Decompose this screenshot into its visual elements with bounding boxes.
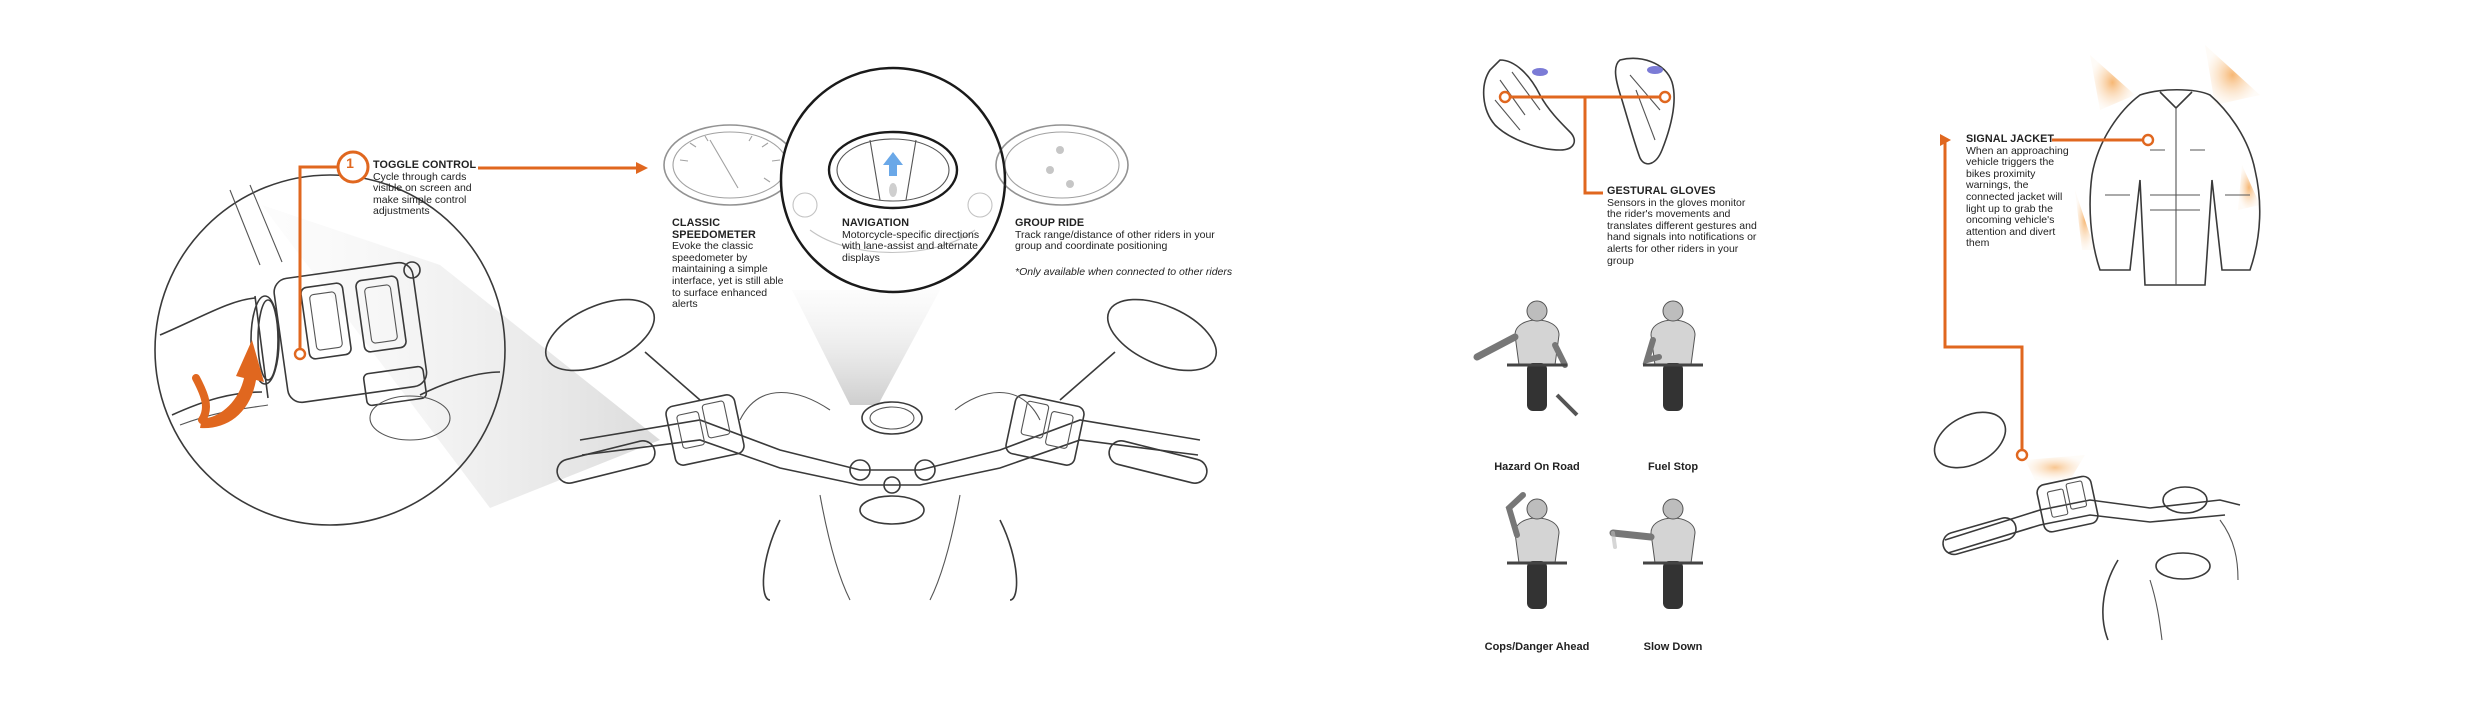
gesture-caption-fuel: Fuel Stop [1647,461,1699,473]
navigation-title: NAVIGATION [842,217,910,229]
gesture-caption-slow: Slow Down [1643,641,1703,653]
gestural-gloves-title: GESTURAL GLOVES [1607,185,1716,197]
rider-gesture-figures [1473,300,1703,609]
toggle-step-number: 1 [346,155,354,171]
glove-icon [1482,57,1675,165]
gesture-caption-cops: Cops/Danger Ahead [1484,641,1590,653]
signal-jacket-label: SIGNAL JACKET When an approaching vehicl… [1966,133,2076,250]
group-ride-desc: Track range/distance of other riders in … [1015,228,1215,253]
navigation-focus-circle [779,66,1007,294]
group-ride-note: *Only available when connected to other … [1015,265,1233,278]
signal-jacket-title: SIGNAL JACKET [1966,133,2055,145]
classic-speedometer-title: CLASSIC SPEEDOMETER [672,217,756,241]
toggle-control-label: TOGGLE CONTROL Cycle through cards visib… [373,159,483,218]
rotate-arrow-icon [200,340,264,429]
card-classic-speedometer [663,124,797,206]
motorcycle-front-view [544,298,1218,601]
signal-jacket-desc: When an approaching vehicle triggers the… [1966,144,2069,250]
zoom-cone-nav [792,290,940,405]
group-ride-title: GROUP RIDE [1015,217,1085,229]
gestural-gloves-desc: Sensors in the gloves monitor the rider'… [1607,196,1757,267]
gestural-gloves-label: GESTURAL GLOVES Sensors in the gloves mo… [1607,185,1757,267]
classic-speedometer-label: CLASSIC SPEEDOMETER Evoke the classic sp… [672,217,787,311]
jacket-callout-connector [1940,133,2155,462]
gesture-caption-hazard: Hazard On Road [1494,461,1580,473]
mirror-icon [1933,411,2007,469]
card-group-ride [995,124,1129,206]
handlebar-closeup [154,174,506,526]
jacket-glow [2075,45,2260,250]
group-ride-label: GROUP RIDE Track range/distance of other… [1015,217,1250,278]
classic-speedometer-desc: Evoke the classic speedometer by maintai… [672,240,784,311]
toggle-callout-connector [293,150,648,361]
navigation-label: NAVIGATION Motorcycle-specific direction… [842,217,992,264]
toggle-control-desc: Cycle through cards visible on screen an… [373,170,472,218]
gloves-callout-connector [1498,90,1672,195]
navigation-arrow-icon [883,152,903,176]
jacket-icon [2089,89,2261,286]
navigation-desc: Motorcycle-specific directions with lane… [842,228,980,264]
zoom-cone-left [262,205,660,508]
motorcycle-right-view [1942,455,2241,641]
toggle-control-title: TOGGLE CONTROL [373,159,477,171]
